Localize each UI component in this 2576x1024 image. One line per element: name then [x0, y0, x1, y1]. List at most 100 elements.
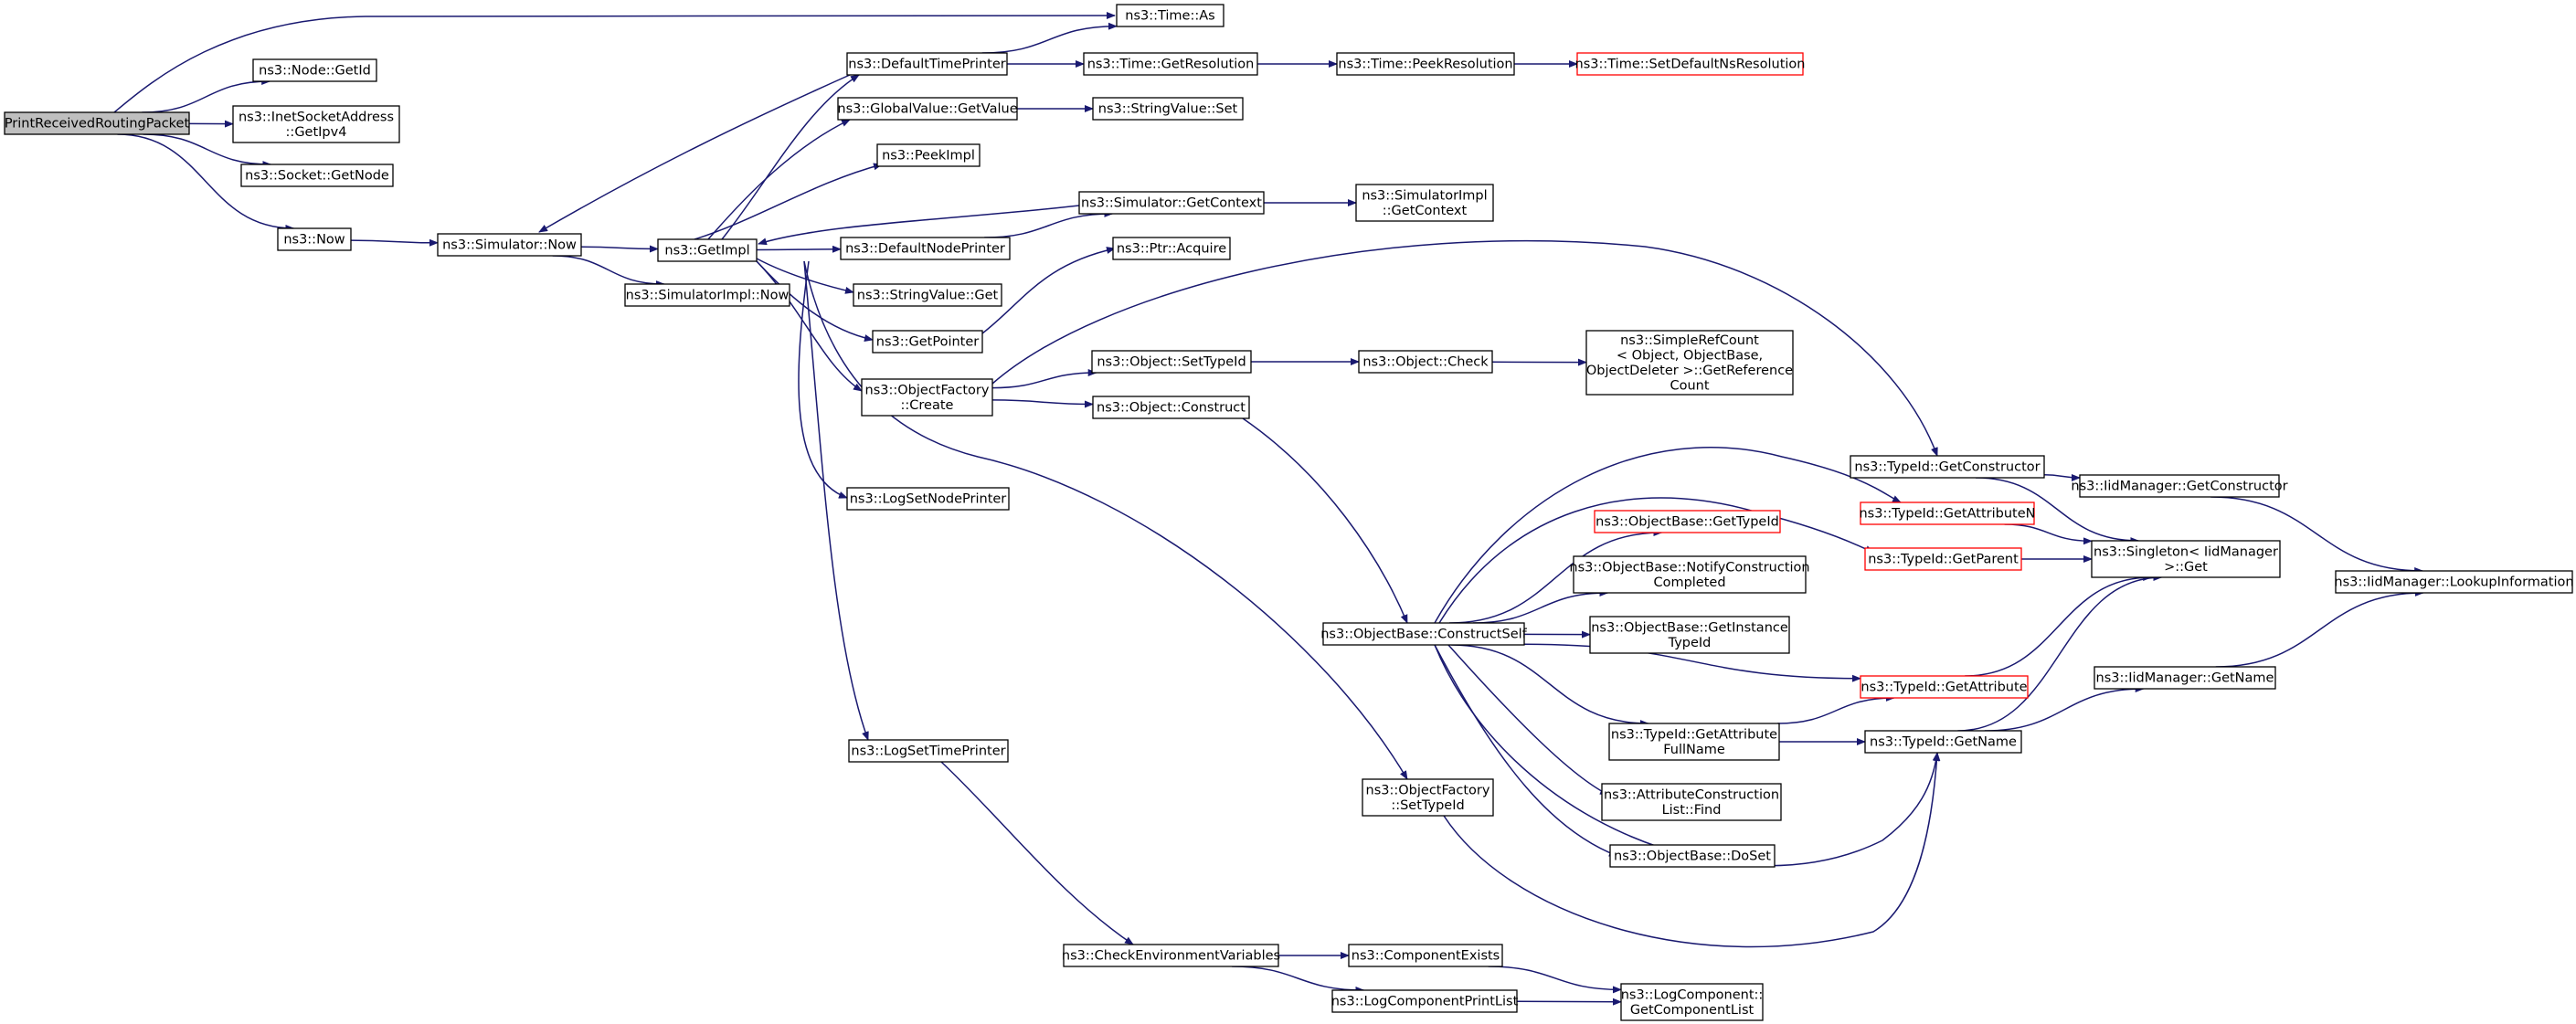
- graph-node-obj-settypeid[interactable]: ns3::Object::SetTypeId: [1091, 350, 1252, 374]
- graph-node-of-settypeid[interactable]: ns3::ObjectFactory::SetTypeId: [1362, 778, 1494, 817]
- node-box[interactable]: [1336, 52, 1515, 76]
- node-box[interactable]: [1860, 501, 2035, 525]
- graph-node-logcomp-getlist[interactable]: ns3::LogComponent::GetComponentList: [1620, 983, 1764, 1021]
- graph-node-ob-doset[interactable]: ns3::ObjectBase::DoSet: [1609, 844, 1776, 868]
- node-box[interactable]: [837, 97, 1018, 121]
- graph-node-ptr-acquire[interactable]: ns3::Ptr::Acquire: [1112, 237, 1231, 260]
- graph-node-compexists[interactable]: ns3::ComponentExists: [1348, 944, 1503, 967]
- graph-node-of-create[interactable]: ns3::ObjectFactory::Create: [861, 378, 993, 417]
- graph-node-time-setdefaultns[interactable]: ns3::Time::SetDefaultNsResolution: [1575, 52, 1806, 76]
- node-box[interactable]: [1609, 844, 1776, 868]
- node-box[interactable]: [846, 487, 1010, 511]
- node-box[interactable]: [840, 237, 1011, 260]
- graph-node-typeid-getattrn[interactable]: ns3::TypeId::GetAttributeN: [1859, 501, 2036, 525]
- node-box[interactable]: [232, 105, 400, 143]
- graph-node-ob-notify[interactable]: ns3::ObjectBase::NotifyConstructionCompl…: [1569, 555, 1810, 594]
- node-box[interactable]: [240, 164, 394, 187]
- node-box[interactable]: [657, 238, 758, 262]
- node-box[interactable]: [1092, 396, 1250, 419]
- node-box[interactable]: [1348, 944, 1503, 967]
- node-box[interactable]: [2094, 666, 2276, 690]
- node-box[interactable]: [848, 739, 1009, 763]
- node-box[interactable]: [2091, 540, 2281, 578]
- graph-node-ob-gettypeid[interactable]: ns3::ObjectBase::GetTypeId: [1594, 510, 1781, 533]
- node-box[interactable]: [1594, 510, 1781, 533]
- graph-node-ob-constructself[interactable]: ns3::ObjectBase::ConstructSelf: [1320, 622, 1528, 646]
- node-box[interactable]: [1083, 52, 1258, 76]
- node-box[interactable]: [2335, 570, 2573, 594]
- graph-node-logcompprint[interactable]: ns3::LogComponentPrintList: [1331, 989, 1519, 1013]
- graph-node-time-getres[interactable]: ns3::Time::GetResolution: [1083, 52, 1258, 76]
- graph-node-stringvalue-get[interactable]: ns3::StringValue::Get: [853, 283, 1002, 307]
- graph-node-peekimpl[interactable]: ns3::PeekImpl: [876, 143, 981, 167]
- node-box[interactable]: [437, 233, 582, 257]
- node-box[interactable]: [1362, 778, 1494, 817]
- graph-node-node-getid[interactable]: ns3::Node::GetId: [252, 58, 377, 82]
- graph-node-typeid-getattr[interactable]: ns3::TypeId::GetAttribute: [1860, 675, 2029, 699]
- node-box[interactable]: [4, 111, 190, 135]
- node-box[interactable]: [1322, 622, 1525, 646]
- node-box[interactable]: [1091, 350, 1252, 374]
- node-box[interactable]: [1585, 330, 1794, 396]
- node-box[interactable]: [1608, 723, 1780, 761]
- node-box[interactable]: [872, 330, 983, 354]
- node-box[interactable]: [1864, 547, 2022, 571]
- node-box[interactable]: [861, 378, 993, 417]
- graph-node-typeid-getname[interactable]: ns3::TypeId::GetName: [1864, 730, 2022, 754]
- graph-node-typeid-getctor[interactable]: ns3::TypeId::GetConstructor: [1850, 455, 2045, 479]
- graph-node-obj-check[interactable]: ns3::Object::Check: [1358, 350, 1493, 374]
- graph-node-inet-getipv4[interactable]: ns3::InetSocketAddress::GetIpv4: [232, 105, 400, 143]
- graph-node-iidmgr-lookup[interactable]: ns3::IidManager::LookupInformation: [2334, 570, 2574, 594]
- node-box[interactable]: [1092, 97, 1244, 121]
- graph-node-checkenv[interactable]: ns3::CheckEnvironmentVariables: [1062, 944, 1280, 967]
- graph-node-logsettimeprinter[interactable]: ns3::LogSetTimePrinter: [848, 739, 1009, 763]
- node-box[interactable]: [1864, 730, 2022, 754]
- graph-node-simplerefcount[interactable]: ns3::SimpleRefCount< Object, ObjectBase,…: [1585, 330, 1794, 396]
- node-box[interactable]: [1589, 616, 1790, 654]
- node-box[interactable]: [1112, 237, 1231, 260]
- graph-node-sim-now[interactable]: ns3::Simulator::Now: [437, 233, 582, 257]
- node-box[interactable]: [1620, 983, 1764, 1021]
- graph-node-simimpl-now[interactable]: ns3::SimulatorImpl::Now: [624, 283, 790, 307]
- node-box[interactable]: [1601, 783, 1782, 821]
- node-box[interactable]: [1331, 989, 1518, 1013]
- graph-node-iidmgr-getname[interactable]: ns3::IidManager::GetName: [2094, 666, 2276, 690]
- node-box[interactable]: [846, 52, 1008, 76]
- node-box[interactable]: [277, 227, 352, 251]
- node-box[interactable]: [1358, 350, 1493, 374]
- node-box[interactable]: [624, 283, 790, 307]
- graph-node-now[interactable]: ns3::Now: [277, 227, 352, 251]
- node-box[interactable]: [1850, 455, 2045, 479]
- node-box[interactable]: [876, 143, 981, 167]
- graph-node-singleton-get[interactable]: ns3::Singleton< IidManager >::Get: [2091, 540, 2281, 578]
- graph-node-getpointer[interactable]: ns3::GetPointer: [872, 330, 983, 354]
- node-box[interactable]: [1355, 184, 1494, 222]
- node-box[interactable]: [1860, 675, 2029, 699]
- graph-node-time-peekres[interactable]: ns3::Time::PeekResolution: [1336, 52, 1515, 76]
- graph-node-default-node-printer[interactable]: ns3::DefaultNodePrinter: [840, 237, 1011, 260]
- graph-node-stringvalue-set[interactable]: ns3::StringValue::Set: [1092, 97, 1244, 121]
- graph-node-obj-construct[interactable]: ns3::Object::Construct: [1092, 396, 1250, 419]
- graph-node-iidmgr-getctor[interactable]: ns3::IidManager::GetConstructor: [2071, 474, 2288, 498]
- graph-node-typeid-getparent[interactable]: ns3::TypeId::GetParent: [1864, 547, 2022, 571]
- node-box[interactable]: [1573, 555, 1807, 594]
- graph-node-root[interactable]: PrintReceivedRoutingPacket: [4, 111, 190, 135]
- graph-node-gv-getvalue[interactable]: ns3::GlobalValue::GetValue: [837, 97, 1018, 121]
- graph-node-default-time-printer[interactable]: ns3::DefaultTimePrinter: [846, 52, 1008, 76]
- graph-node-time-as[interactable]: ns3::Time::As: [1116, 4, 1224, 27]
- node-box[interactable]: [252, 58, 377, 82]
- node-box[interactable]: [1063, 944, 1279, 967]
- graph-node-simimpl-getcontext[interactable]: ns3::SimulatorImpl::GetContext: [1355, 184, 1494, 222]
- node-box[interactable]: [1078, 191, 1265, 215]
- node-box[interactable]: [853, 283, 1002, 307]
- graph-node-socket-getnode[interactable]: ns3::Socket::GetNode: [240, 164, 394, 187]
- node-box[interactable]: [2079, 474, 2280, 498]
- graph-node-getimpl[interactable]: ns3::GetImpl: [657, 238, 758, 262]
- graph-node-logsetnodeprinter[interactable]: ns3::LogSetNodePrinter: [846, 487, 1010, 511]
- node-box[interactable]: [1116, 4, 1224, 27]
- graph-node-sim-getcontext[interactable]: ns3::Simulator::GetContext: [1078, 191, 1265, 215]
- node-box[interactable]: [1576, 52, 1804, 76]
